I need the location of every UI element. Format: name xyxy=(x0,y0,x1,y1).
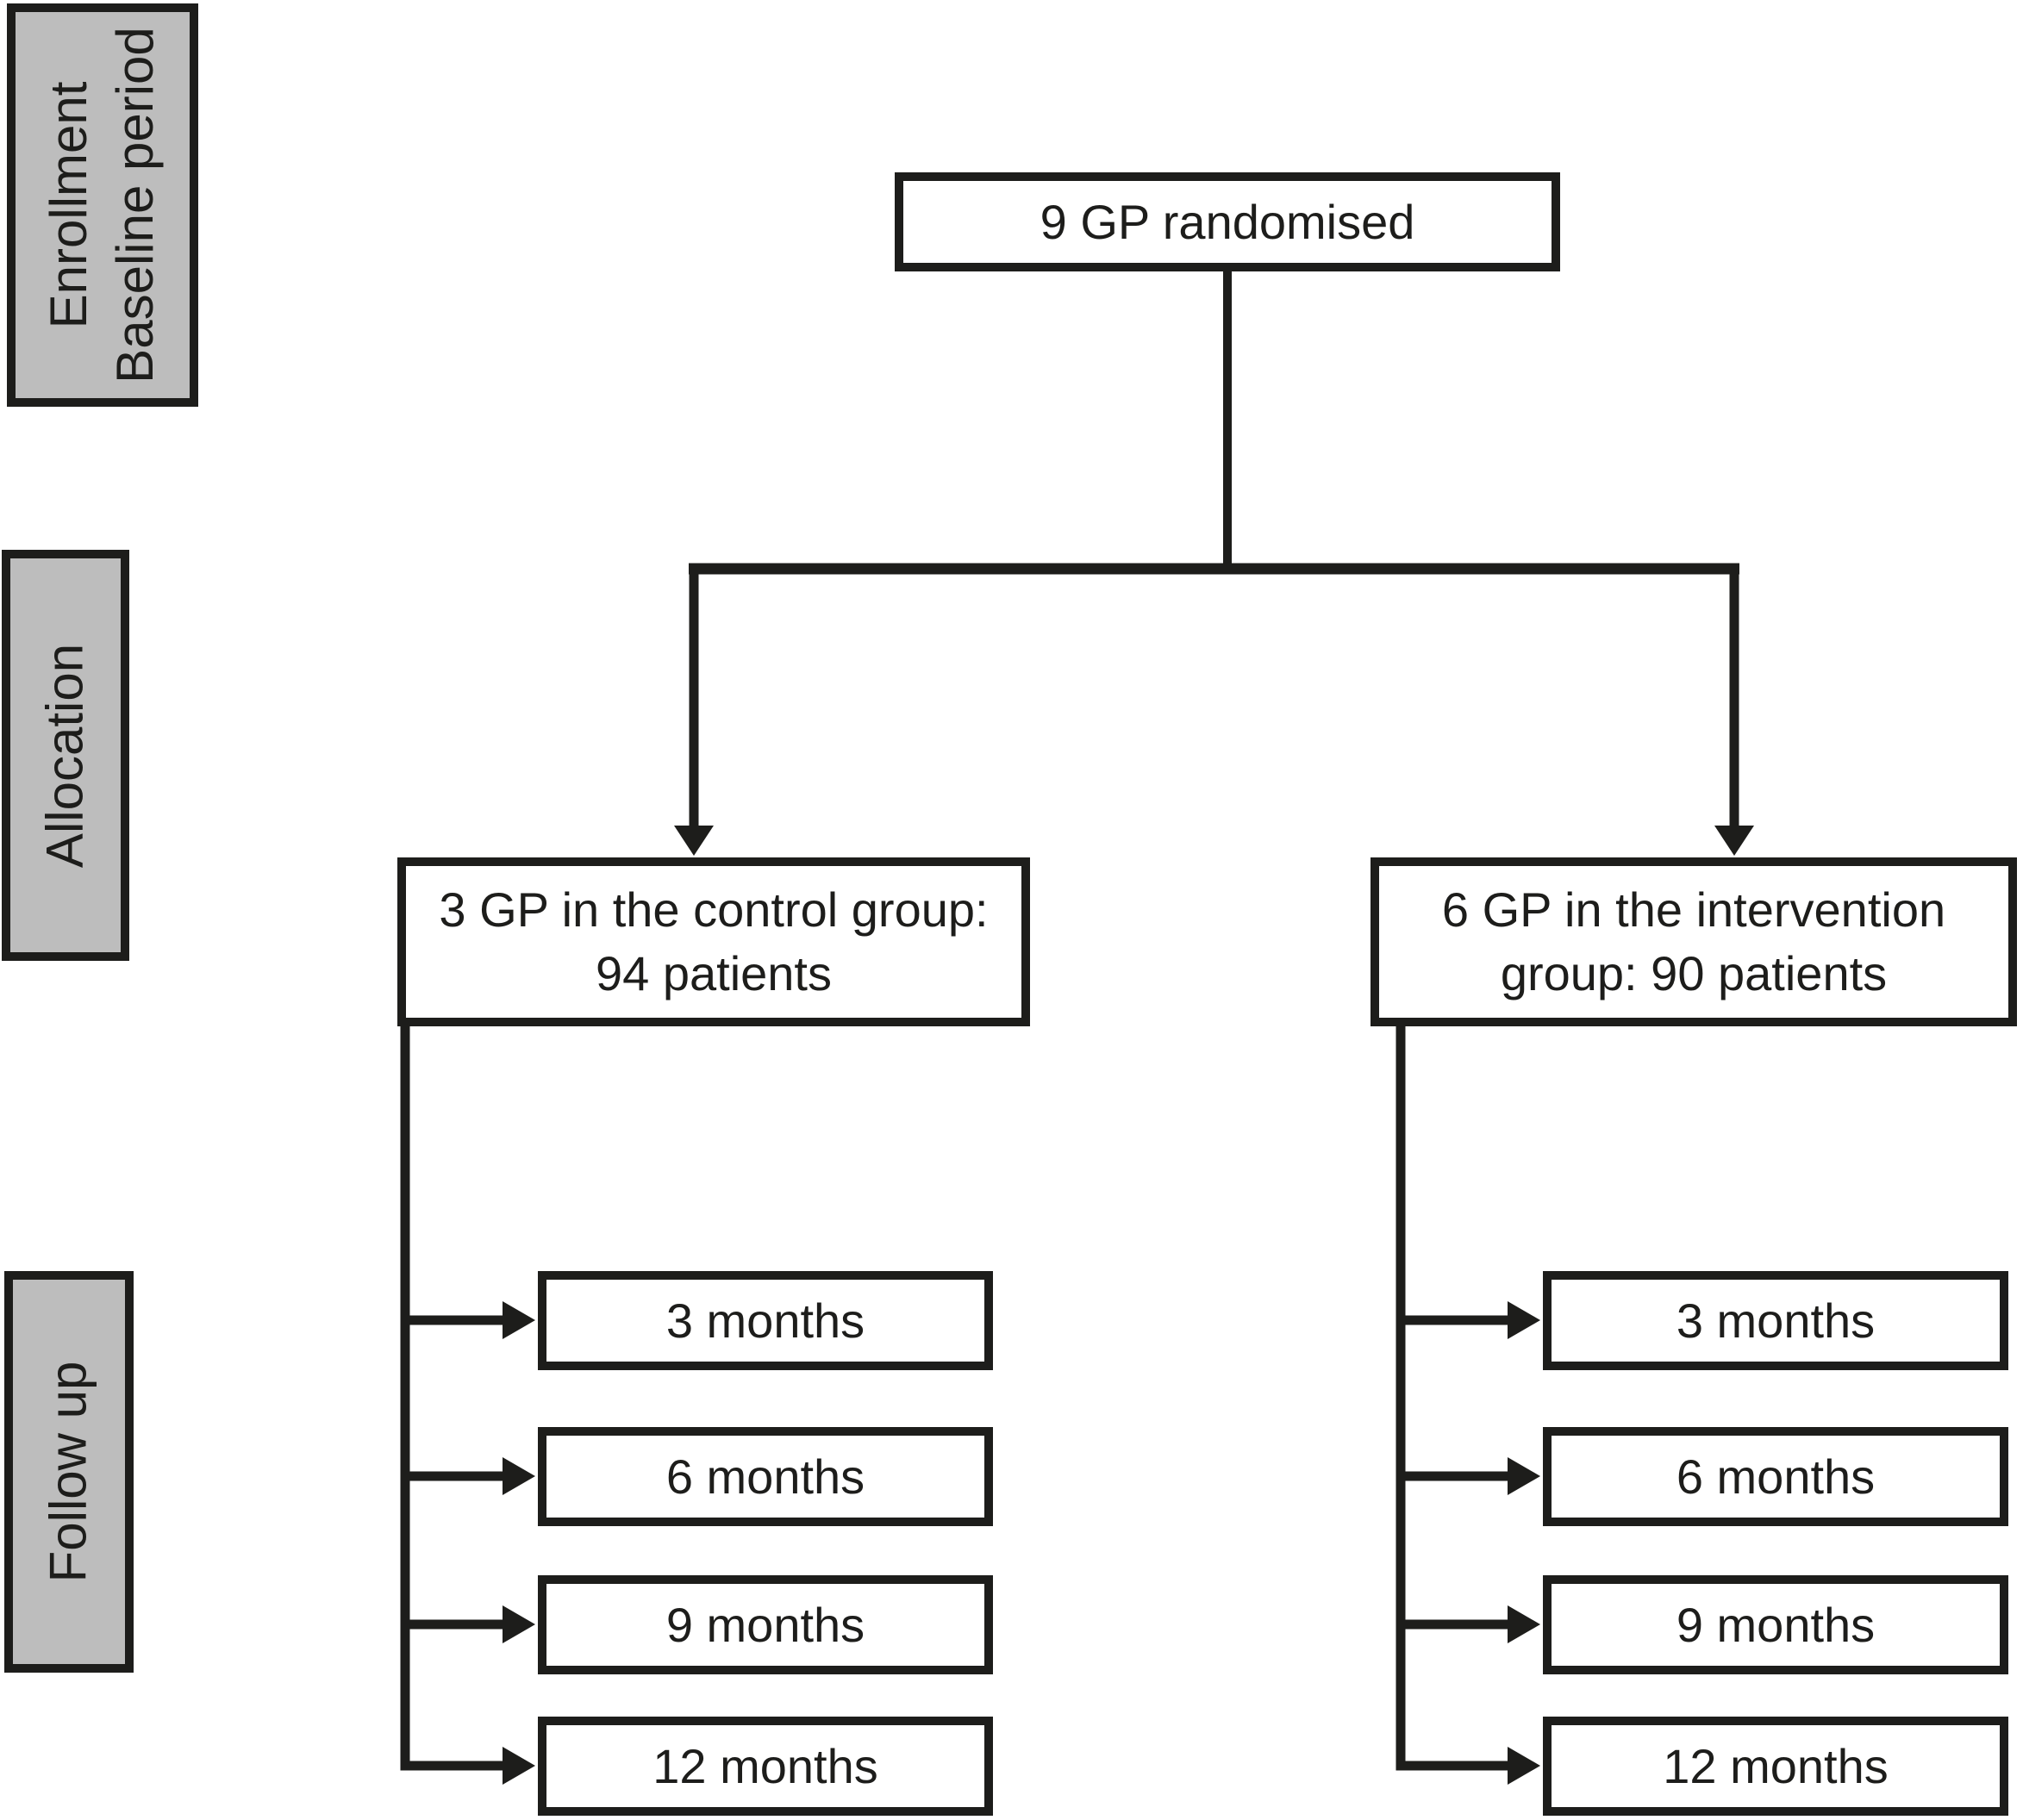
arrow-intervention-3mo xyxy=(1508,1301,1540,1339)
node-control-line2: 94 patients xyxy=(596,946,832,1000)
node-intervention-line1: 6 GP in the intervention xyxy=(1441,882,1946,938)
node-intervention-line2: group: 90 patients xyxy=(1500,946,1888,1000)
arrow-control-3mo xyxy=(503,1301,535,1339)
phase-allocation: Allocation xyxy=(2,550,129,961)
node-randomised: 9 GP randomised xyxy=(895,172,1560,271)
arrow-intervention-9mo xyxy=(1508,1605,1540,1643)
phase-enrollment-line2: Baseline period xyxy=(106,27,164,383)
node-control-6-months-text: 6 months xyxy=(665,1449,865,1504)
line-trunk-intervention xyxy=(1395,1026,1510,1771)
phase-followup: Follow up xyxy=(4,1271,134,1673)
node-intervention-6-months-text: 6 months xyxy=(1676,1449,1876,1504)
node-control-3-months-text: 3 months xyxy=(665,1293,865,1348)
node-intervention-12-months-text: 12 months xyxy=(1663,1738,1889,1793)
phase-followup-label: Follow up xyxy=(36,1362,103,1583)
node-control-3-months: 3 months xyxy=(538,1271,993,1370)
arrow-intervention-6mo xyxy=(1508,1457,1540,1495)
arrow-control-12mo xyxy=(503,1747,535,1785)
phase-enrollment-baseline: Enrollment Baseline period xyxy=(7,3,198,407)
node-intervention-group: 6 GP in the intervention group: 90 patie… xyxy=(1371,857,2017,1026)
arrow-control-9mo xyxy=(503,1605,535,1643)
phase-allocation-text: Allocation xyxy=(35,643,94,868)
arrow-into-intervention xyxy=(1714,826,1754,856)
node-control-line1: 3 GP in the control group: xyxy=(439,882,989,938)
node-control-12-months-text: 12 months xyxy=(652,1738,878,1793)
node-control-9-months-text: 9 months xyxy=(665,1597,865,1652)
node-intervention-9-months: 9 months xyxy=(1543,1575,2008,1674)
node-intervention-12-months: 12 months xyxy=(1543,1717,2008,1816)
node-intervention-3-months-text: 3 months xyxy=(1676,1293,1876,1348)
node-randomised-text: 9 GP randomised xyxy=(1040,194,1415,249)
phase-followup-text: Follow up xyxy=(39,1361,97,1583)
arrow-into-control xyxy=(674,826,714,856)
phase-allocation-label: Allocation xyxy=(33,643,99,867)
node-control-6-months: 6 months xyxy=(538,1427,993,1526)
node-control-group: 3 GP in the control group: 94 patients xyxy=(397,857,1030,1026)
node-intervention-6-months: 6 months xyxy=(1543,1427,2008,1526)
phase-enrollment-line1: Enrollment xyxy=(40,81,98,329)
arrow-control-6mo xyxy=(503,1457,535,1495)
line-trunk-control xyxy=(400,1026,505,1771)
node-intervention-9-months-text: 9 months xyxy=(1676,1597,1876,1652)
phase-enrollment-baseline-label: Enrollment Baseline period xyxy=(36,27,169,383)
node-control-12-months: 12 months xyxy=(538,1717,993,1816)
arrow-intervention-12mo xyxy=(1508,1747,1540,1785)
node-control-9-months: 9 months xyxy=(538,1575,993,1674)
node-intervention-3-months: 3 months xyxy=(1543,1271,2008,1370)
